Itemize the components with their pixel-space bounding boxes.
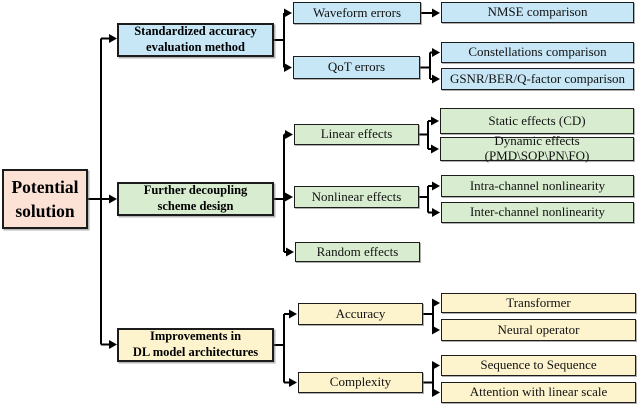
node-potential-solution: Potential solution bbox=[2, 169, 88, 229]
node-linear-effects: Linear effects bbox=[294, 124, 419, 145]
node-waveform-errors: Waveform errors bbox=[293, 2, 421, 24]
node-accuracy: Accuracy bbox=[298, 303, 423, 325]
node-transformer: Transformer bbox=[441, 293, 636, 313]
node-further-decoupling-scheme: Further decoupling scheme design bbox=[117, 182, 274, 216]
node-attention-with-linear-scale: Attention with linear scale bbox=[441, 382, 636, 403]
node-qot-errors: QoT errors bbox=[293, 56, 420, 79]
node-nonlinear-effects: Nonlinear effects bbox=[294, 186, 419, 208]
node-constellations-comparison: Constellations comparison bbox=[441, 42, 634, 63]
node-standardized-accuracy-evaluation: Standardized accuracy evaluation method bbox=[117, 23, 274, 57]
node-neural-operator: Neural operator bbox=[441, 319, 636, 341]
arrowheads bbox=[109, 8, 440, 397]
node-complexity: Complexity bbox=[298, 372, 423, 393]
node-random-effects: Random effects bbox=[295, 242, 420, 262]
node-inter-channel-nonlinearity: Inter-channel nonlinearity bbox=[441, 202, 634, 223]
node-improvements-dl-architectures: Improvements in DL model architectures bbox=[117, 328, 274, 362]
node-intra-channel-nonlinearity: Intra-channel nonlinearity bbox=[441, 175, 634, 197]
node-gsnr-ber-qfactor-comparison: GSNR/BER/Q-factor comparison bbox=[441, 68, 634, 90]
node-dynamic-effects: Dynamic effects (PMD\SOP\PN\FO) bbox=[440, 134, 634, 163]
node-static-effects-cd: Static effects (CD) bbox=[440, 108, 634, 134]
node-nmse-comparison: NMSE comparison bbox=[441, 2, 634, 23]
node-sequence-to-sequence: Sequence to Sequence bbox=[441, 355, 636, 376]
